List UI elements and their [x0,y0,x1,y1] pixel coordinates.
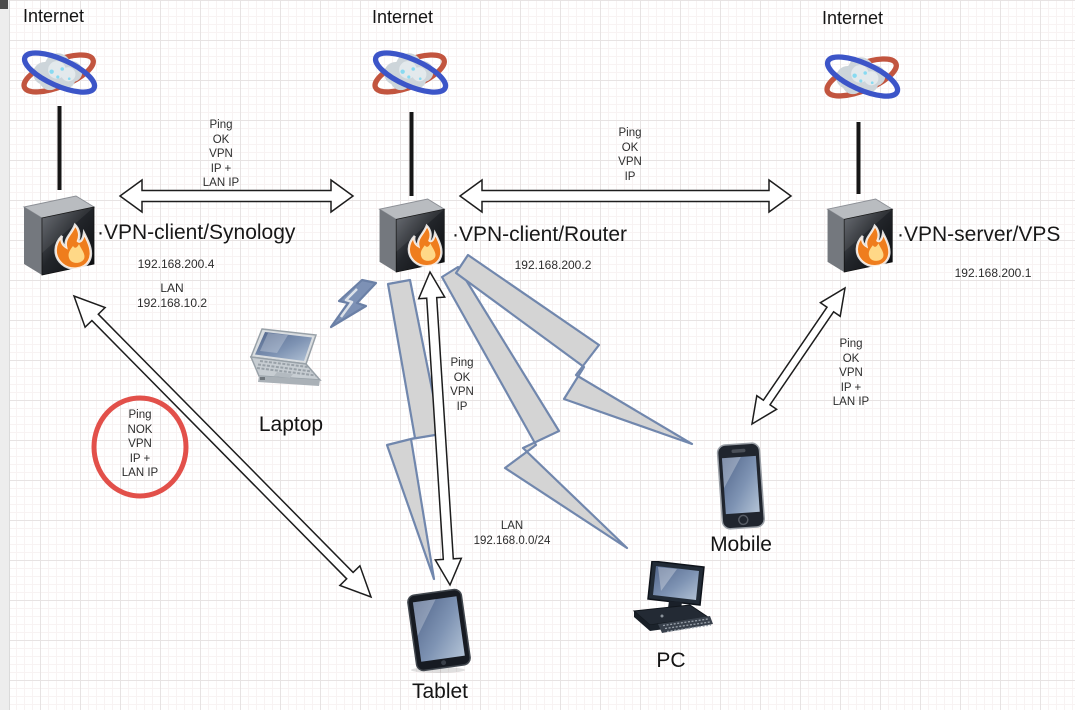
vps-title: ·VPN-server/VPS [897,223,1061,246]
firewall-synology-icon[interactable] [18,191,98,281]
internet-cloud-left-icon[interactable] [16,40,104,106]
firewall-vps-icon[interactable] [822,193,896,279]
pc-label: PC [656,649,686,672]
arrow-router-vps[interactable] [458,178,793,214]
internet-cloud-middle-icon[interactable] [367,40,455,106]
synology-title: ·VPN-client/Synology [97,221,296,244]
firewall-router-icon[interactable] [374,193,448,279]
tablet-label: Tablet [411,680,469,703]
left-edge-strip [0,0,10,710]
bolt-laptop-router[interactable] [329,278,378,329]
tablet-icon[interactable] [402,586,476,674]
link-label-synology-router: Ping OK VPN IP + LAN IP [202,119,240,189]
arrow-mobile-vps[interactable] [750,286,847,426]
link-label-mobile-vps: Ping OK VPN IP + LAN IP [832,338,870,408]
mobile-icon[interactable] [712,441,770,533]
internet-label-left: Internet [23,6,85,26]
vps-ip: 192.168.200.1 [954,266,1032,280]
internet-label-middle: Internet [372,7,434,27]
pc-icon[interactable] [628,561,713,647]
laptop-label: Laptop [258,413,324,436]
synology-ip: 192.168.200.4 [137,257,215,271]
corner-artifact [0,0,8,9]
link-label-nok: Ping NOK VPN IP + LAN IP [121,409,159,479]
link-label-router-vps: Ping OK VPN IP [618,127,642,183]
internet-label-right: Internet [822,8,884,28]
router-ip: 192.168.200.2 [514,258,592,272]
lan-subnet-label: LAN 192.168.0.0/24 [473,520,551,547]
internet-cloud-right-icon[interactable] [819,44,907,110]
laptop-icon[interactable] [246,328,334,394]
bolt-router-tablet[interactable] [385,278,443,581]
link-label-tablet-router: Ping OK VPN IP [450,357,474,413]
bolt-laptop-router-highlight [339,288,358,318]
mobile-label: Mobile [710,533,772,556]
bolt-router-mobile[interactable] [454,253,694,446]
synology-lan-ip: LAN 192.168.10.2 [136,281,208,310]
router-title: ·VPN-client/Router [452,223,628,246]
arrow-tablet-router[interactable] [417,270,463,587]
